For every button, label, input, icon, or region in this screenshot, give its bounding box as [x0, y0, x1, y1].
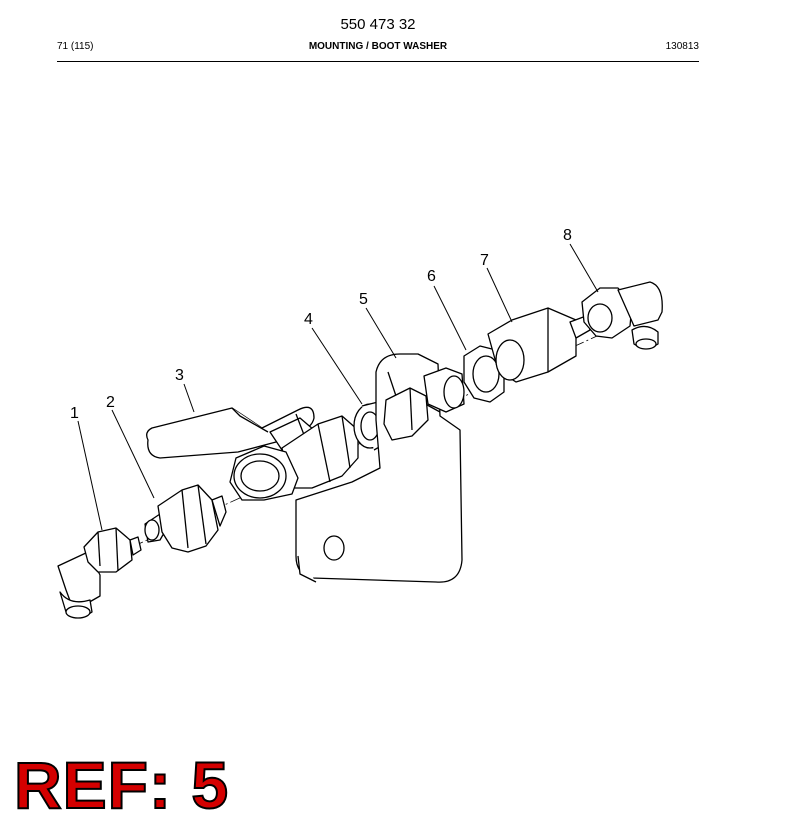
header-rule: [57, 61, 699, 62]
section-title: MOUNTING / BOOT WASHER: [308, 41, 448, 52]
callout-2: 2: [106, 394, 115, 411]
callout-8: 8: [563, 227, 572, 244]
page-reference: 71 (115): [57, 41, 94, 52]
ref-stamp: REF: 5: [13, 748, 230, 822]
callout-1: 1: [70, 405, 79, 422]
part-2-hex-nipple: [144, 484, 227, 553]
revision-number: 130813: [665, 41, 699, 52]
part-3-ball-valve: [146, 406, 359, 501]
part-5-mounting-bracket: [295, 353, 465, 583]
callout-7: 7: [480, 252, 489, 269]
callout-6: 6: [427, 268, 436, 285]
callout-5: 5: [359, 291, 368, 308]
part-1-elbow-fitting: [57, 527, 142, 619]
callout-4: 4: [304, 311, 313, 328]
part-7-union-coupling: [487, 307, 591, 383]
document-number: 550 473 32: [340, 16, 416, 33]
part-6-hex-nut: [463, 345, 505, 403]
callout-3: 3: [175, 367, 184, 384]
part-8-elbow-fitting: [581, 281, 663, 350]
callout-leaders: [77, 243, 599, 531]
callout-labels: 1 2 3 4 5 6 7 8: [70, 227, 572, 422]
